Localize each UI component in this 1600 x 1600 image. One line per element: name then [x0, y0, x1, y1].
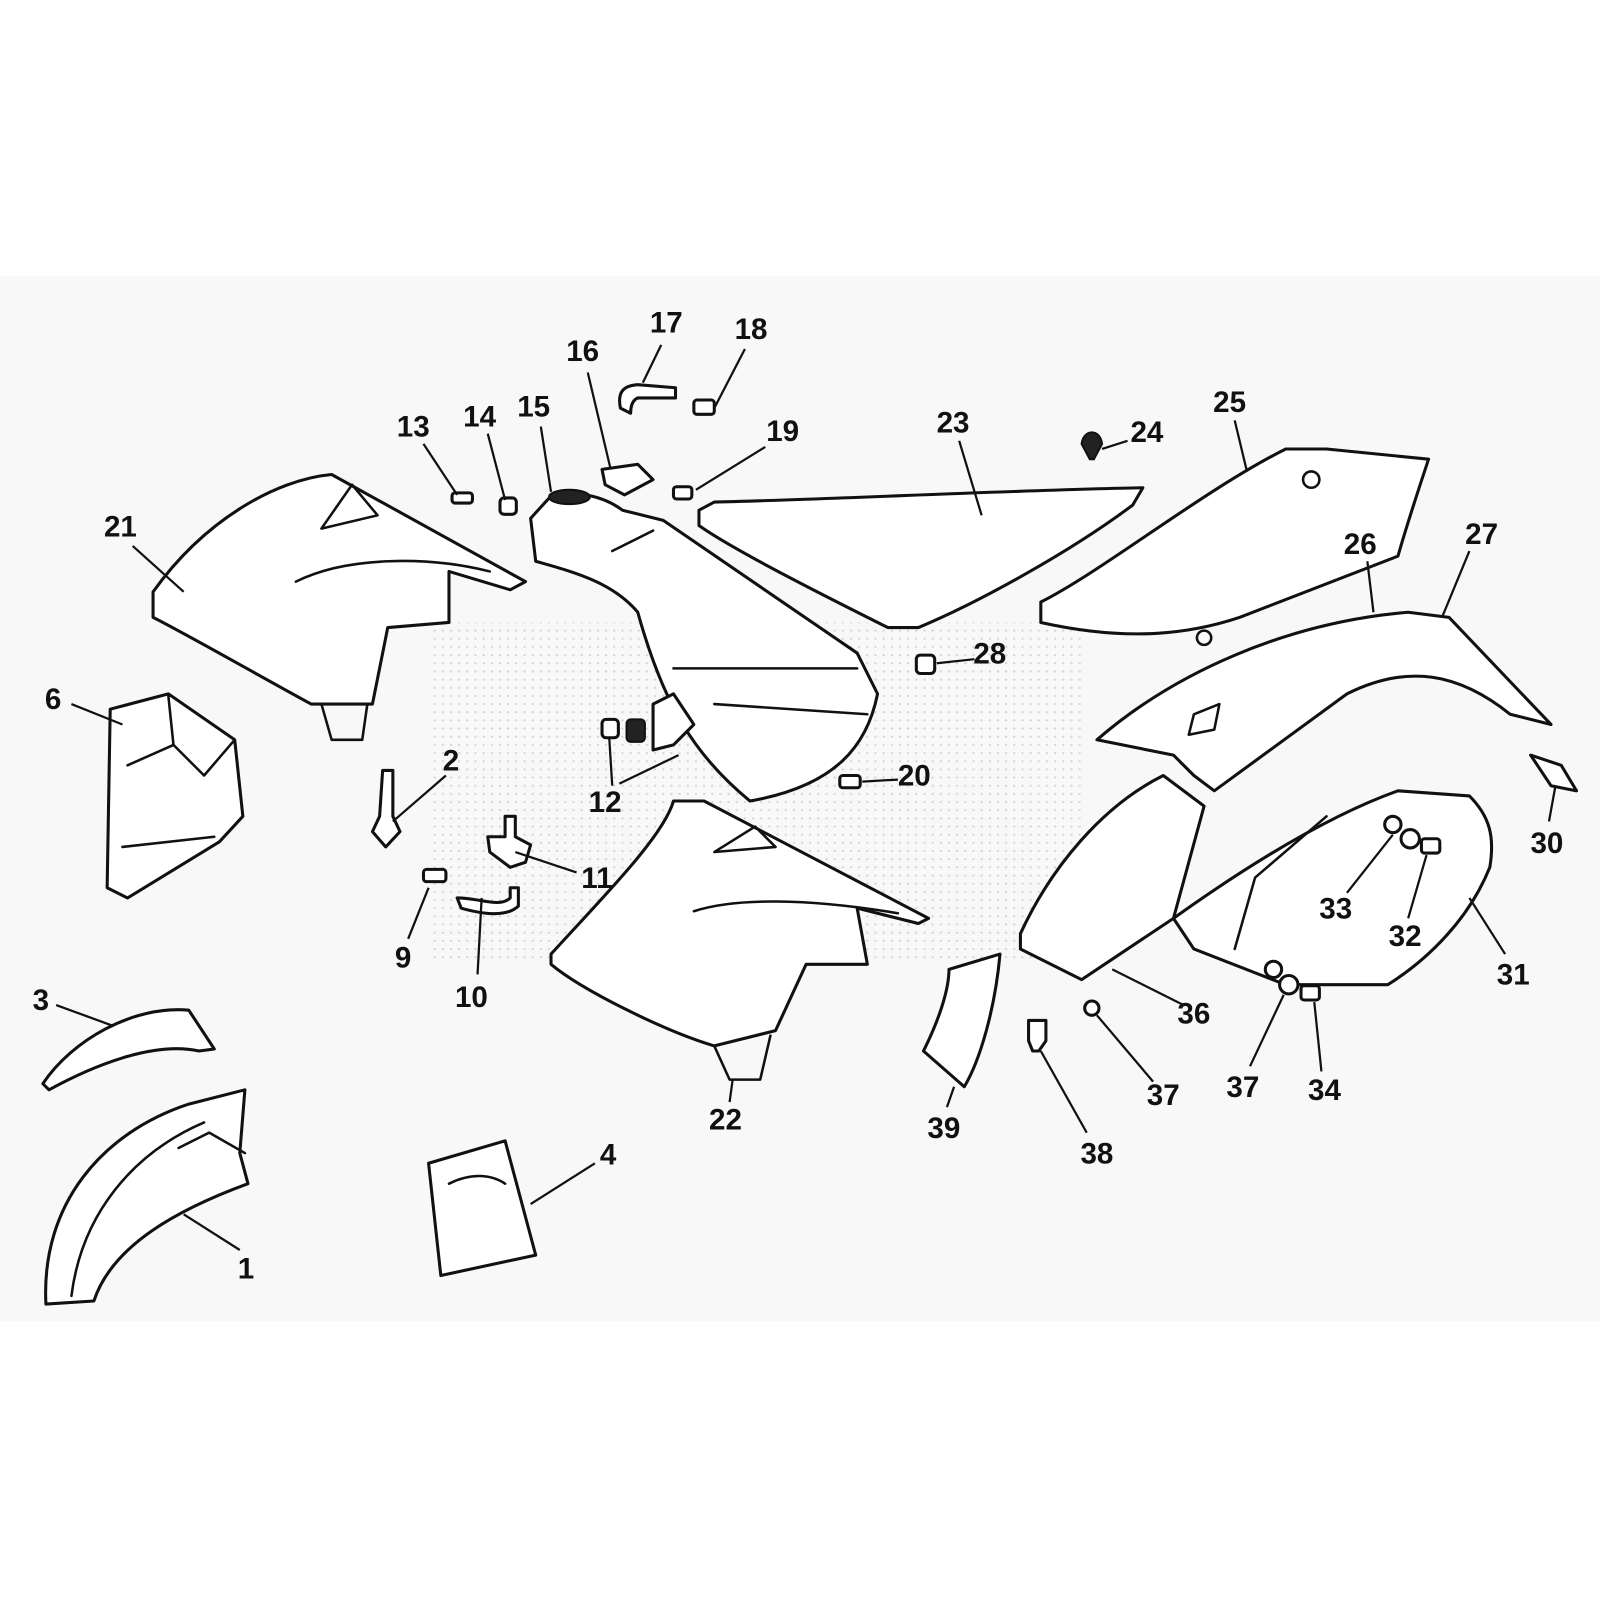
callout-label-13: 13: [397, 411, 430, 444]
part-21-shroud-left: [151, 472, 528, 742]
callout-label-20: 20: [898, 760, 931, 793]
leader-line-2: [392, 774, 447, 823]
leader-line-38: [1039, 1050, 1088, 1134]
leader-line-22: [728, 1079, 734, 1103]
callout-label-9: 9: [395, 941, 411, 974]
callout-label-25: 25: [1213, 386, 1246, 419]
leader-line-12: [618, 754, 680, 785]
callout-label-34: 34: [1308, 1074, 1341, 1107]
part-3-bracket: [41, 1008, 216, 1092]
callout-label-24: 24: [1130, 416, 1163, 449]
leader-lines: [55, 344, 1557, 1251]
leader-line-21: [131, 545, 185, 593]
leader-line-9: [407, 887, 430, 940]
callout-label-12: 12: [589, 786, 622, 819]
leader-line-19: [695, 445, 766, 491]
part-25-side-panel: [1039, 447, 1431, 647]
callout-label-3: 3: [33, 984, 49, 1017]
leader-line-34: [1313, 1001, 1323, 1072]
leader-line-11: [514, 850, 577, 874]
part-4-bag: [427, 1139, 538, 1278]
callout-label-27: 27: [1465, 518, 1498, 551]
callout-label-37: 37: [1226, 1071, 1259, 1104]
leader-line-25: [1233, 420, 1249, 472]
leader-line-12: [608, 736, 614, 786]
leader-line-26: [1366, 561, 1375, 613]
callout-label-37: 37: [1147, 1079, 1180, 1112]
leader-line-39: [945, 1086, 956, 1108]
callout-label-28: 28: [973, 637, 1006, 670]
callout-label-17: 17: [650, 307, 683, 340]
leader-line-28: [936, 658, 975, 665]
callout-label-14: 14: [463, 401, 496, 434]
callout-label-19: 19: [766, 415, 799, 448]
callout-label-23: 23: [937, 407, 970, 440]
callout-label-33: 33: [1319, 892, 1352, 925]
leader-line-31: [1468, 897, 1507, 955]
leader-line-37: [1248, 994, 1285, 1067]
leader-line-17: [641, 344, 663, 384]
part-26-rear-fender: [1095, 610, 1553, 793]
callout-label-1: 1: [238, 1253, 254, 1286]
leader-line-10: [476, 897, 483, 975]
callout-label-30: 30: [1530, 827, 1563, 860]
callout-label-2: 2: [443, 744, 459, 777]
leader-line-4: [530, 1162, 596, 1206]
callout-label-15: 15: [517, 390, 550, 423]
callout-label-11: 11: [581, 862, 612, 895]
leader-line-1: [183, 1213, 241, 1251]
part-6-number-plate: [105, 692, 245, 900]
leader-line-13: [422, 443, 459, 496]
leader-line-16: [586, 372, 612, 468]
callout-label-22: 22: [709, 1104, 742, 1137]
callout-label-26: 26: [1344, 528, 1377, 561]
leader-line-24: [1101, 439, 1128, 451]
leader-line-37: [1096, 1014, 1154, 1083]
leader-line-36: [1111, 968, 1185, 1007]
leader-line-32: [1407, 854, 1428, 919]
callout-label-31: 31: [1497, 959, 1530, 992]
callout-label-4: 4: [600, 1138, 617, 1171]
callout-label-32: 32: [1389, 920, 1422, 953]
part-1-front-fender: [44, 1088, 250, 1306]
part-15-fuel-tank: [529, 488, 880, 803]
part-39-mud-flap: [921, 773, 1206, 1089]
leader-line-23: [958, 440, 983, 516]
leader-line-33: [1346, 833, 1394, 894]
callout-label-38: 38: [1080, 1137, 1113, 1170]
leader-line-3: [55, 1004, 113, 1027]
callout-label-21: 21: [104, 511, 137, 544]
leader-line-27: [1441, 550, 1471, 616]
leader-line-30: [1547, 787, 1557, 822]
parts: [41, 383, 1579, 1306]
callout-label-16: 16: [566, 335, 599, 368]
leader-line-14: [486, 433, 507, 501]
part-22-shroud-right: [549, 799, 931, 1081]
callout-label-10: 10: [455, 981, 488, 1014]
leader-line-18: [713, 348, 746, 409]
callout-label-36: 36: [1177, 997, 1210, 1030]
callout-label-39: 39: [927, 1112, 960, 1145]
part-23-seat: [697, 486, 1145, 630]
hardware: [370, 383, 1579, 1053]
callout-label-18: 18: [735, 313, 768, 346]
leader-line-20: [862, 778, 899, 783]
leader-line-15: [539, 426, 553, 493]
leader-line-6: [71, 703, 123, 726]
callout-label-6: 6: [45, 683, 61, 716]
